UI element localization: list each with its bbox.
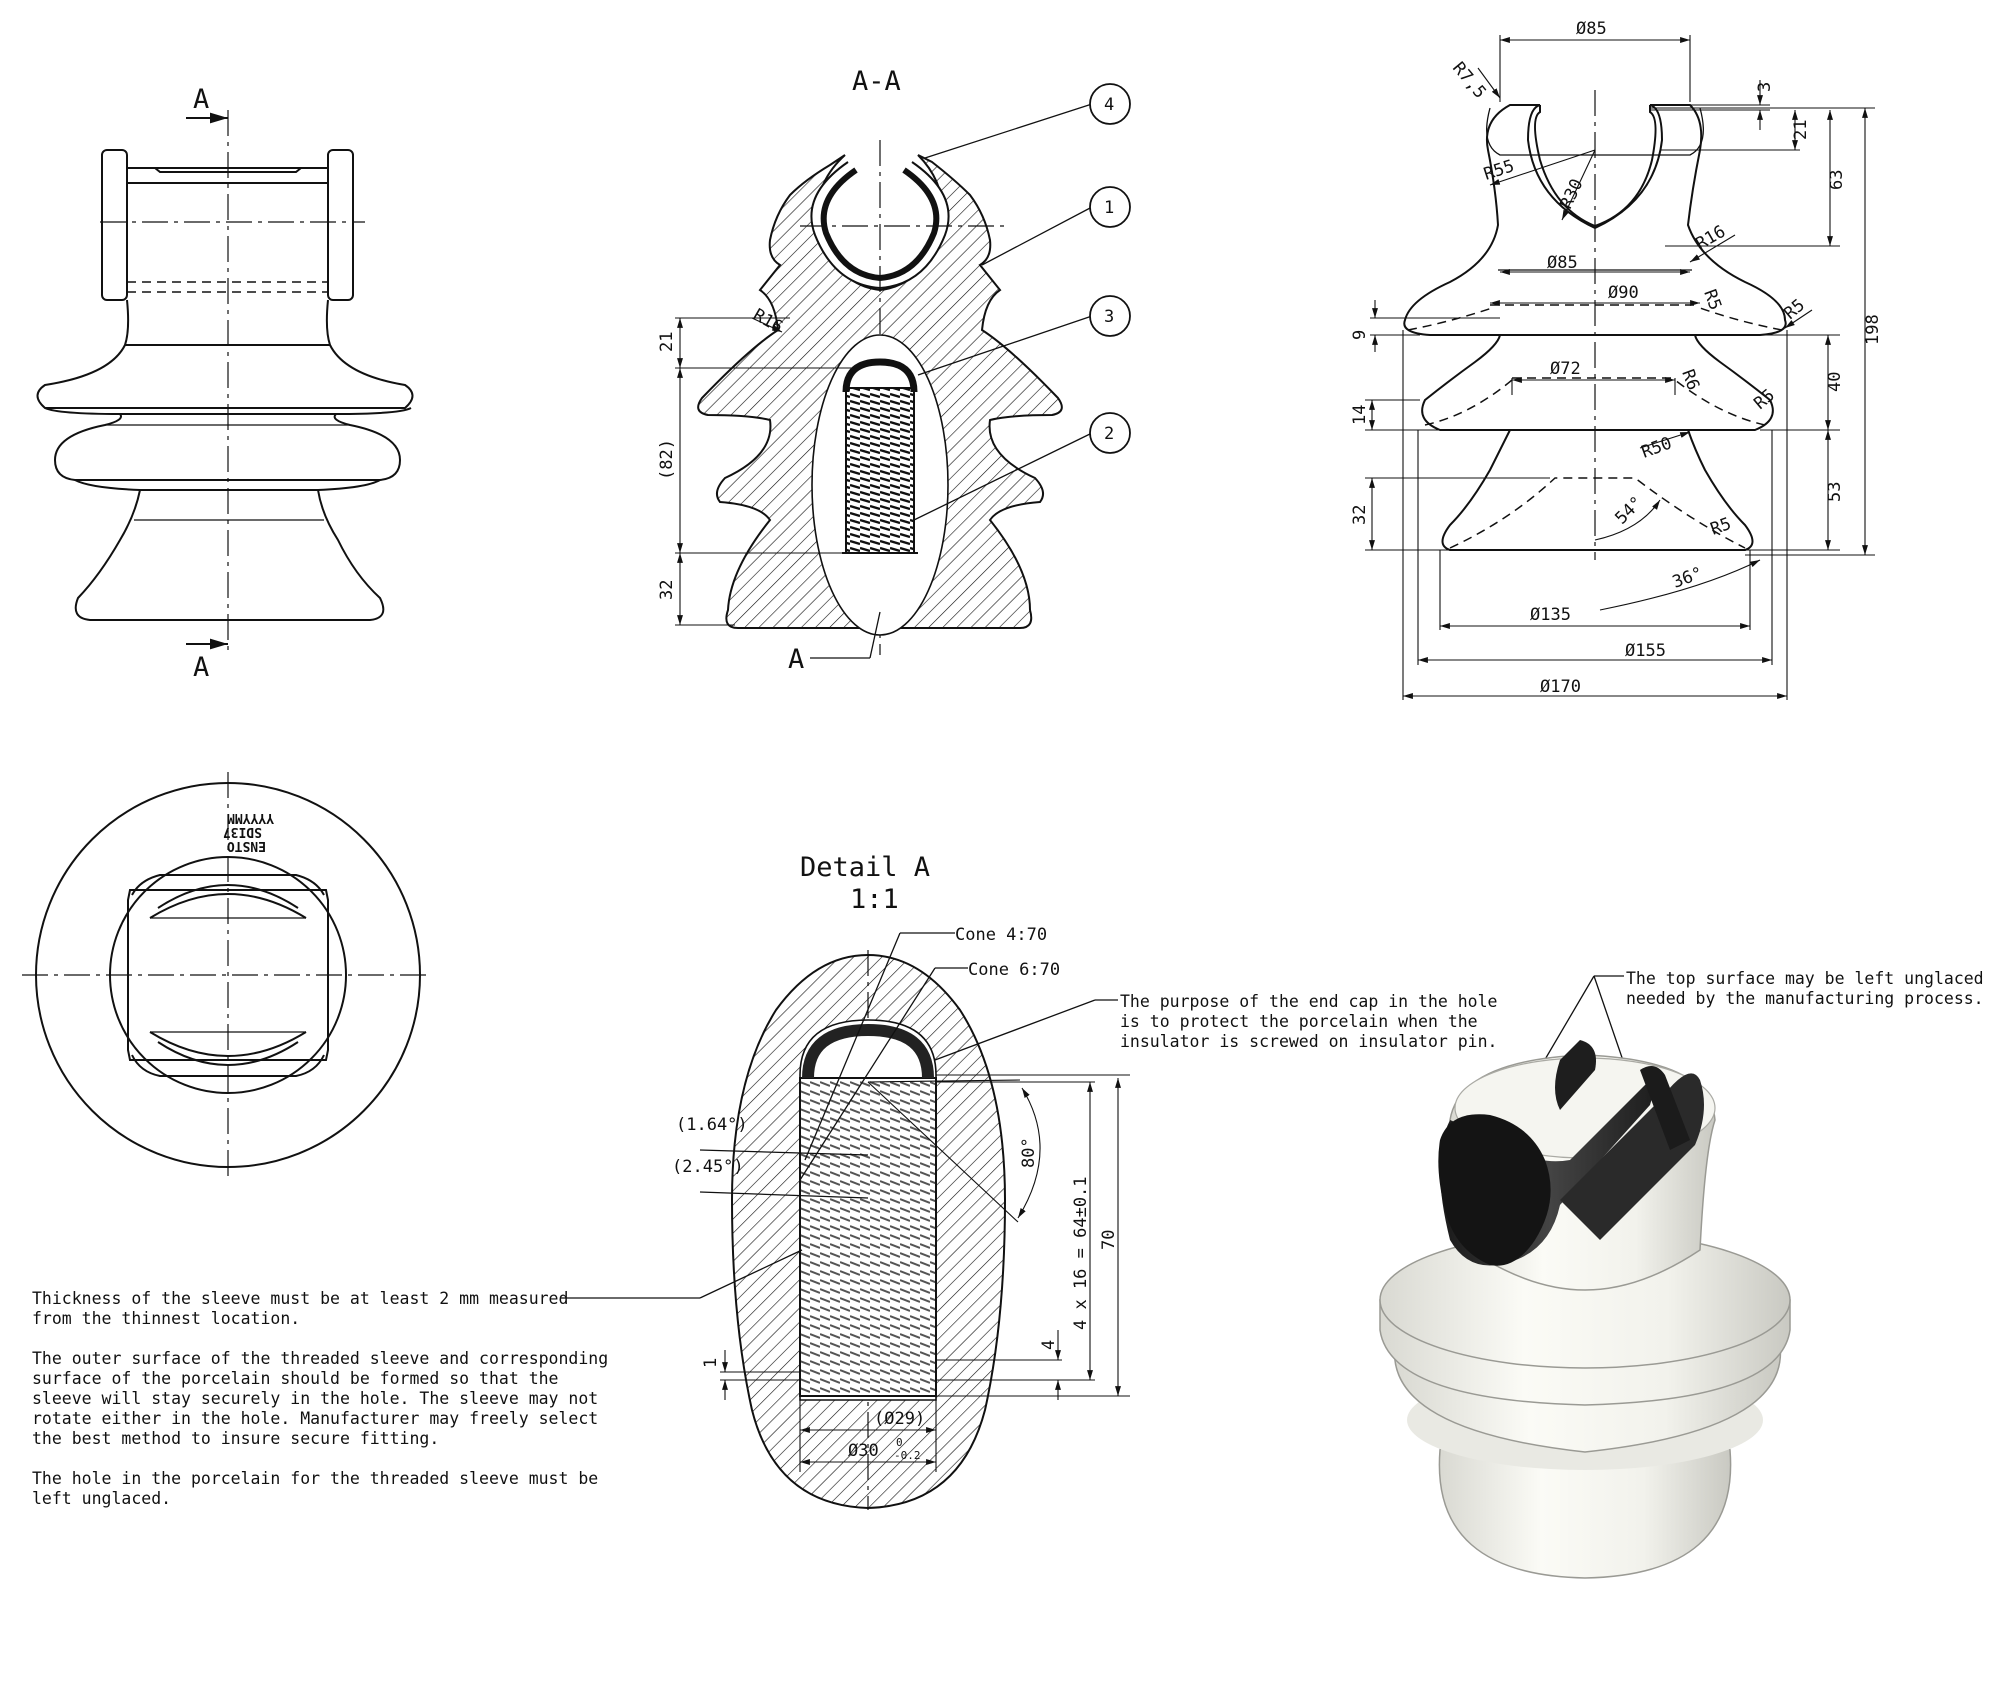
detail-title: Detail A [800, 852, 930, 883]
thread-pitch: 4 x 16 = 64±0.1 [1071, 1176, 1091, 1330]
sleeve-note-8: the best method to insure secure fitting… [32, 1429, 439, 1448]
balloon-3: 3 [1104, 307, 1114, 327]
dim-53: 53 [1825, 482, 1845, 502]
marking-line-2: SDI37 [223, 824, 262, 839]
dim-29: (Ø29) [874, 1409, 925, 1429]
dim-198: 198 [1863, 314, 1883, 345]
dim-21: 21 [657, 332, 677, 352]
dim-3: 3 [1755, 82, 1775, 92]
dim-30: Ø30 [848, 1441, 879, 1461]
glaze-note-2: needed by the manufacturing process. [1626, 989, 1984, 1008]
section-view-a-a: A-A 21 (82) 32 R16 A [657, 66, 1131, 675]
cut-marker-bottom: A [193, 652, 209, 683]
endcap-note-1: The purpose of the end cap in the hole [1120, 992, 1498, 1011]
sleeve-note-11: left unglaced. [32, 1489, 171, 1508]
angle-2-45: (2.45°) [672, 1157, 744, 1177]
sleeve-notes: Thickness of the sleeve must be at least… [32, 1289, 608, 1508]
dim-85-mid: Ø85 [1547, 253, 1578, 273]
dim-21-right: 21 [1791, 120, 1811, 140]
dim-82: (82) [657, 439, 677, 480]
balloon-2: 2 [1104, 424, 1114, 444]
dim-85-top: Ø85 [1576, 19, 1607, 39]
dim-170: Ø170 [1540, 677, 1581, 697]
dim-40: 40 [1825, 372, 1845, 392]
detail-scale: 1:1 [850, 884, 899, 915]
detail-a: Detail A 1:1 80° 4 x 16 = 64±0.1 70 4 1 [560, 852, 1498, 1510]
insulator-3d-render: The top surface may be left unglaced nee… [1379, 969, 1984, 1579]
balloon-4: 4 [1104, 95, 1114, 115]
cone-6-70: Cone 6:70 [968, 960, 1060, 980]
dim-1: 1 [701, 1358, 721, 1368]
marking-line-3: YYYYMM [227, 810, 274, 825]
angle-1-64: (1.64°) [676, 1115, 748, 1135]
dim-r7-5: R7,5 [1448, 58, 1490, 102]
sleeve-note-6: sleeve will stay securely in the hole. T… [32, 1389, 598, 1408]
dim-32: 32 [657, 580, 677, 600]
dim-90: Ø90 [1608, 283, 1639, 303]
dim-r30: R30 [1556, 176, 1587, 212]
dim-r5-d: R5 [1708, 514, 1734, 540]
dim-32-right: 32 [1350, 505, 1370, 525]
dim-14: 14 [1350, 405, 1370, 425]
dim-135: Ø135 [1530, 605, 1571, 625]
dim-r6: R6 [1677, 367, 1703, 393]
endcap-note-2: is to protect the porcelain when the [1120, 1012, 1478, 1031]
dim-70: 70 [1099, 1230, 1119, 1250]
sleeve-note-5: surface of the porcelain should be forme… [32, 1369, 559, 1388]
sleeve-note-10: The hole in the porcelain for the thread… [32, 1469, 598, 1488]
angle-80: 80° [1019, 1137, 1039, 1168]
top-view: ENSTO SDI37 YYYYMM [22, 772, 432, 1178]
detail-ref-a: A [788, 644, 804, 675]
glaze-note-1: The top surface may be left unglaced [1626, 969, 1984, 988]
dim-30-tol-upper: 0 [896, 1436, 903, 1449]
sleeve-note-2: from the thinnest location. [32, 1309, 300, 1328]
balloon-1: 1 [1104, 198, 1114, 218]
dim-155: Ø155 [1625, 641, 1666, 661]
front-view: A A [36, 84, 414, 683]
dim-9: 9 [1350, 330, 1370, 340]
dim-r50: R50 [1639, 433, 1675, 462]
section-title: A-A [852, 66, 901, 97]
dim-r16-right: R16 [1693, 222, 1730, 255]
dim-r55: R55 [1481, 156, 1516, 185]
endcap-note-3: insulator is screwed on insulator pin. [1120, 1032, 1498, 1051]
sleeve-note-7: rotate either in the hole. Manufacturer … [32, 1409, 598, 1428]
dim-72: Ø72 [1550, 359, 1581, 379]
profile-view: Ø85 R7,5 3 21 63 198 R55 R30 R16 Ø85 Ø90… [1350, 19, 1883, 700]
sleeve-note-1: Thickness of the sleeve must be at least… [32, 1289, 568, 1308]
dim-angle-54: 54° [1611, 493, 1647, 529]
cone-4-70: Cone 4:70 [955, 925, 1047, 945]
sleeve-note-4: The outer surface of the threaded sleeve… [32, 1349, 608, 1368]
product-marking: ENSTO SDI37 YYYYMM [223, 810, 274, 853]
dim-r5-c: R5 [1750, 385, 1779, 413]
cut-marker-top: A [193, 84, 209, 115]
dim-4: 4 [1039, 1340, 1059, 1350]
dim-30-tol-lower: -0.2 [894, 1449, 921, 1462]
dim-angle-36: 36° [1670, 563, 1706, 592]
marking-line-1: ENSTO [227, 838, 266, 853]
dim-63: 63 [1827, 170, 1847, 190]
